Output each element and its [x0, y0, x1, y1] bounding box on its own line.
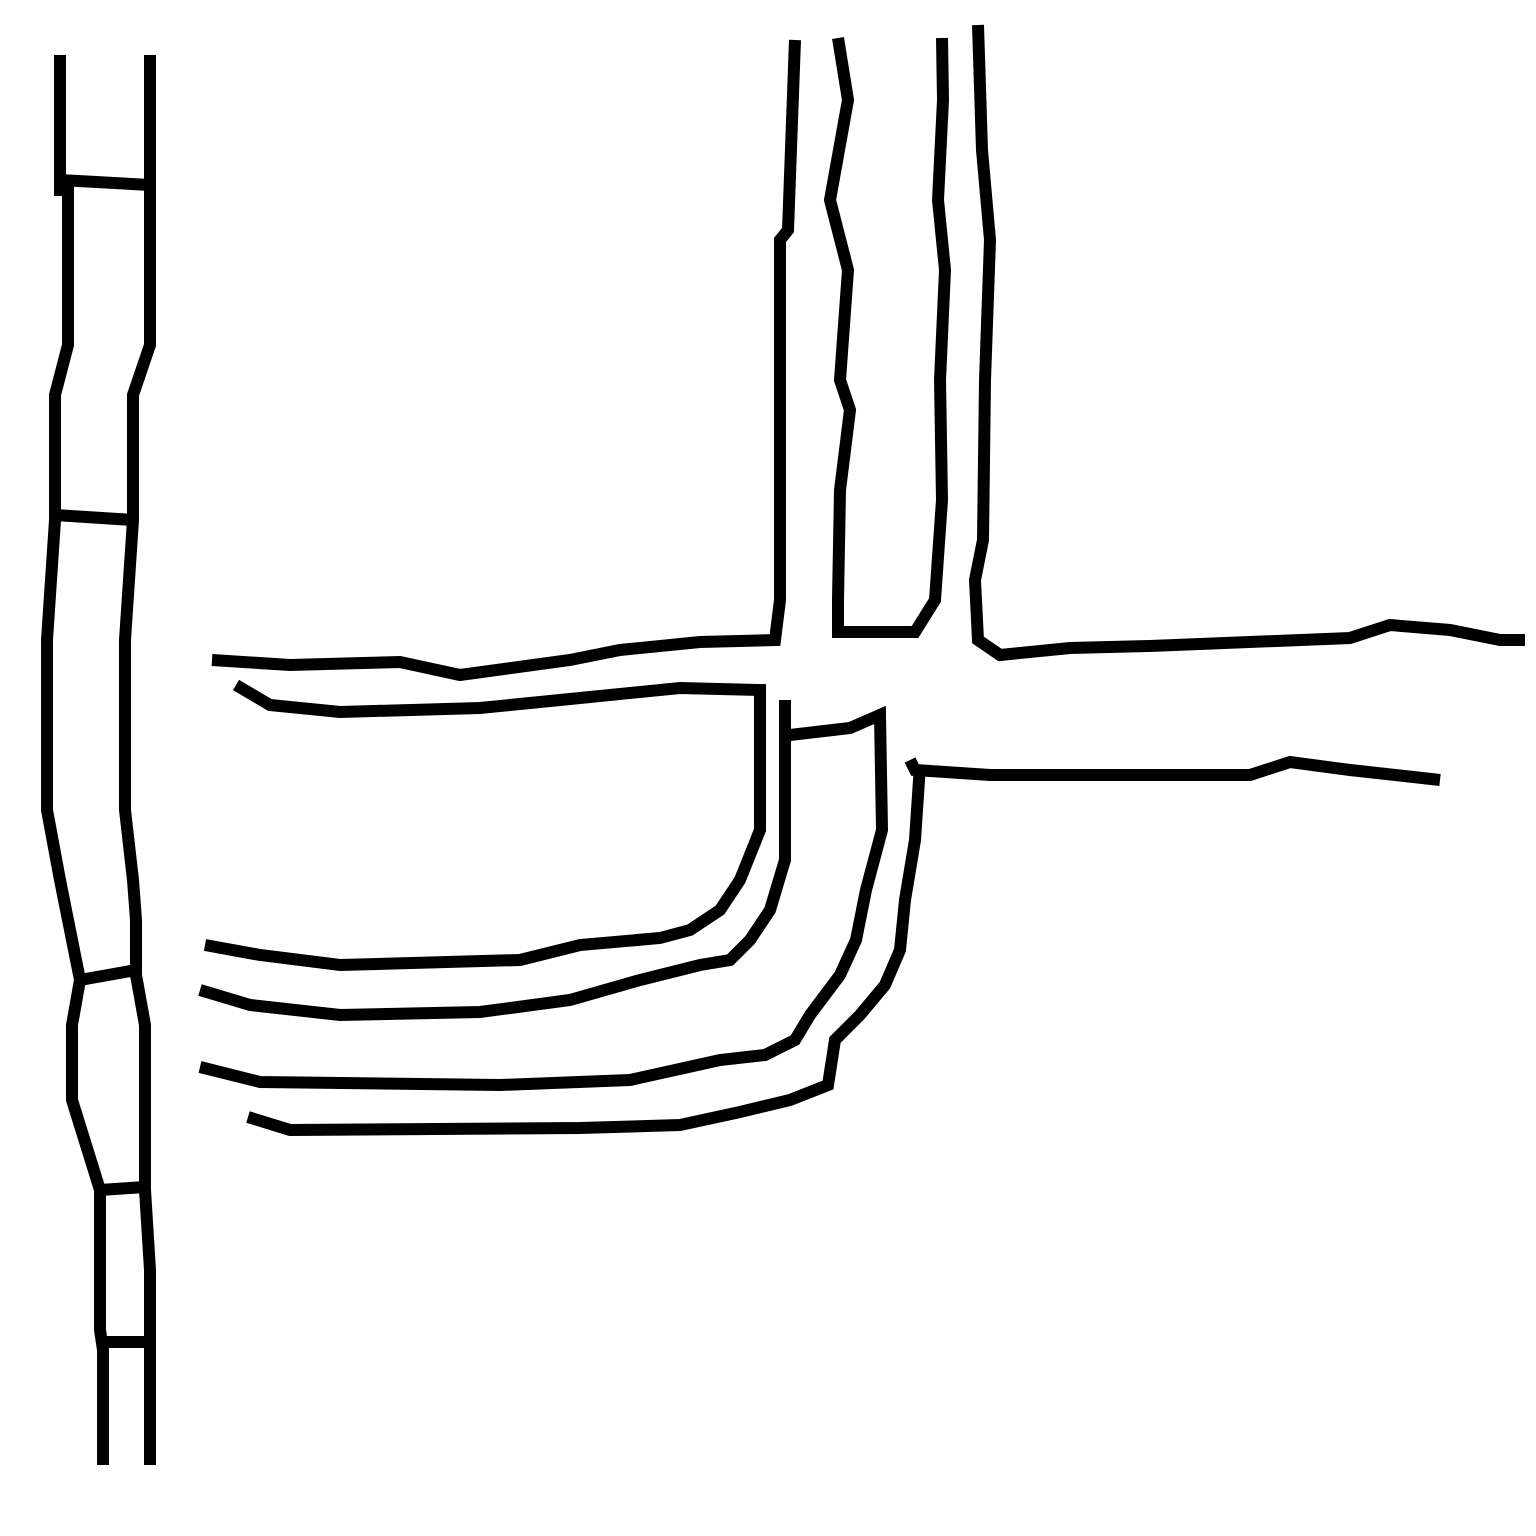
upper-junction	[212, 25, 1525, 675]
vertical-channel-left-inner	[830, 38, 945, 632]
lower-horizontal-top	[910, 760, 1440, 780]
curve-2	[200, 700, 785, 1015]
lower-horizontal-channel	[910, 760, 1440, 780]
ladder-rung-2	[55, 515, 133, 520]
left-vertical-ladder	[47, 55, 150, 1465]
ladder-rung-1	[60, 180, 150, 185]
ladder-rung-4	[100, 1187, 145, 1190]
upper-horizontal-left-top	[212, 40, 795, 675]
ladder-right-rail	[125, 55, 150, 1465]
curve-1-outer	[205, 685, 760, 965]
ladder-left-rail	[47, 55, 103, 1465]
vertical-channel-right-edge	[975, 25, 1525, 655]
ladder-rung-3	[80, 970, 136, 980]
curved-channels	[200, 685, 920, 1130]
